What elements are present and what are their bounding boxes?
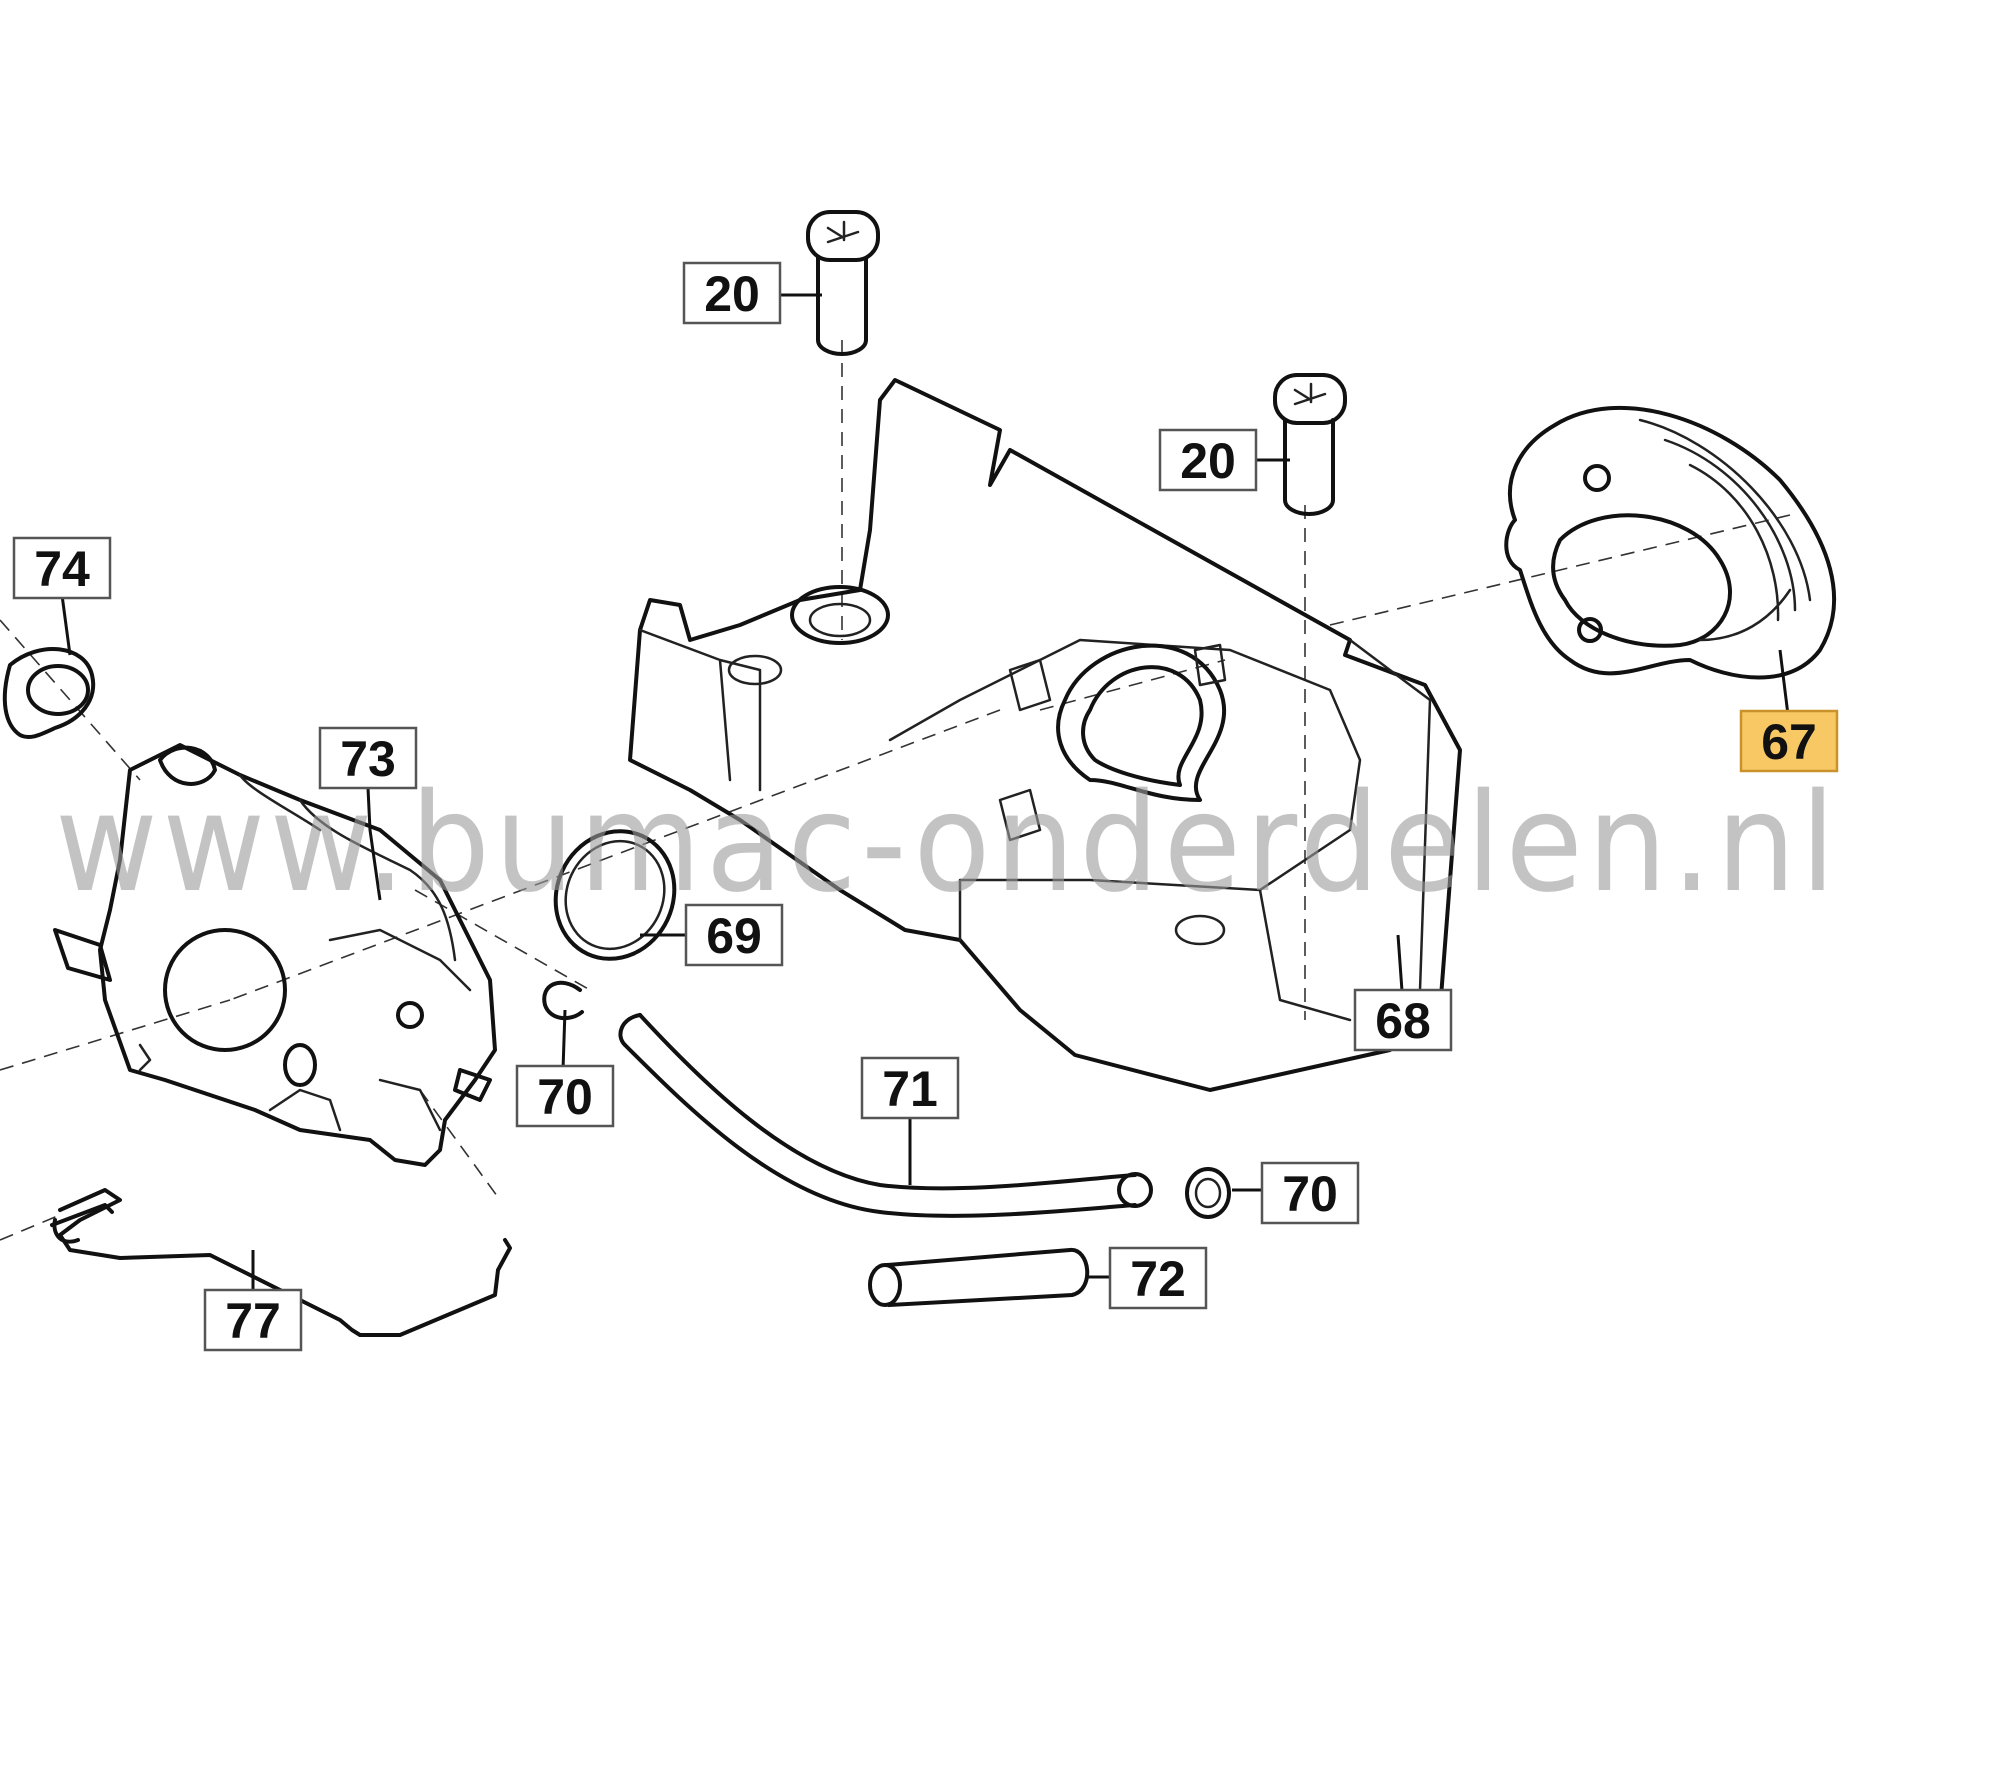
- callout-70-right: 70: [1260, 1161, 1360, 1225]
- hose-part-72: [868, 1248, 1090, 1308]
- housing-part-68: [628, 378, 1462, 1092]
- callout-label: 20: [704, 266, 760, 322]
- callout-71: 71: [860, 1056, 960, 1120]
- callout-20-left: 20: [682, 261, 782, 325]
- callout-label: 20: [1180, 433, 1236, 489]
- callout-67-highlighted: 67: [1739, 709, 1839, 773]
- callout-label: 70: [1282, 1166, 1338, 1222]
- callout-68: 68: [1353, 988, 1453, 1052]
- callout-label: 70: [537, 1069, 593, 1125]
- clip-part-70-left: [542, 980, 584, 1021]
- callout-label: 67: [1761, 714, 1817, 770]
- callout-label: 68: [1375, 993, 1431, 1049]
- grommet-part-74: [2, 647, 96, 739]
- callout-74: 74: [12, 536, 112, 600]
- callout-label: 73: [340, 731, 396, 787]
- fuel-hose-part-71: [618, 1013, 1153, 1218]
- callout-73: 73: [318, 726, 418, 790]
- callout-label: 69: [706, 908, 762, 964]
- intake-flange-part-67: [1504, 405, 1837, 680]
- callout-77: 77: [203, 1288, 303, 1352]
- callout-leader-lines: [60, 293, 1790, 1290]
- callout-label: 71: [882, 1061, 938, 1117]
- callout-label: 77: [225, 1293, 281, 1349]
- clip-part-70-right: [1185, 1167, 1231, 1219]
- callout-70-left: 70: [515, 1064, 615, 1128]
- callouts: 20 20 74 73 67 69 68 70: [12, 261, 1839, 1352]
- assembly-guide-lines: [0, 340, 1791, 1241]
- callout-label: 74: [34, 541, 90, 597]
- callout-69: 69: [684, 903, 784, 967]
- screw-part-20-right: [1273, 373, 1347, 516]
- throttle-rod-part-77: [50, 1188, 512, 1337]
- callout-label: 72: [1130, 1251, 1186, 1307]
- watermark-text: www.bumac-onderdelen.nl: [55, 765, 1840, 923]
- callout-20-right: 20: [1158, 428, 1258, 492]
- screw-part-20-left: [806, 210, 880, 356]
- callout-72: 72: [1108, 1246, 1208, 1310]
- carburetor-part-73: [53, 743, 497, 1167]
- o-ring-part-69: [553, 829, 677, 961]
